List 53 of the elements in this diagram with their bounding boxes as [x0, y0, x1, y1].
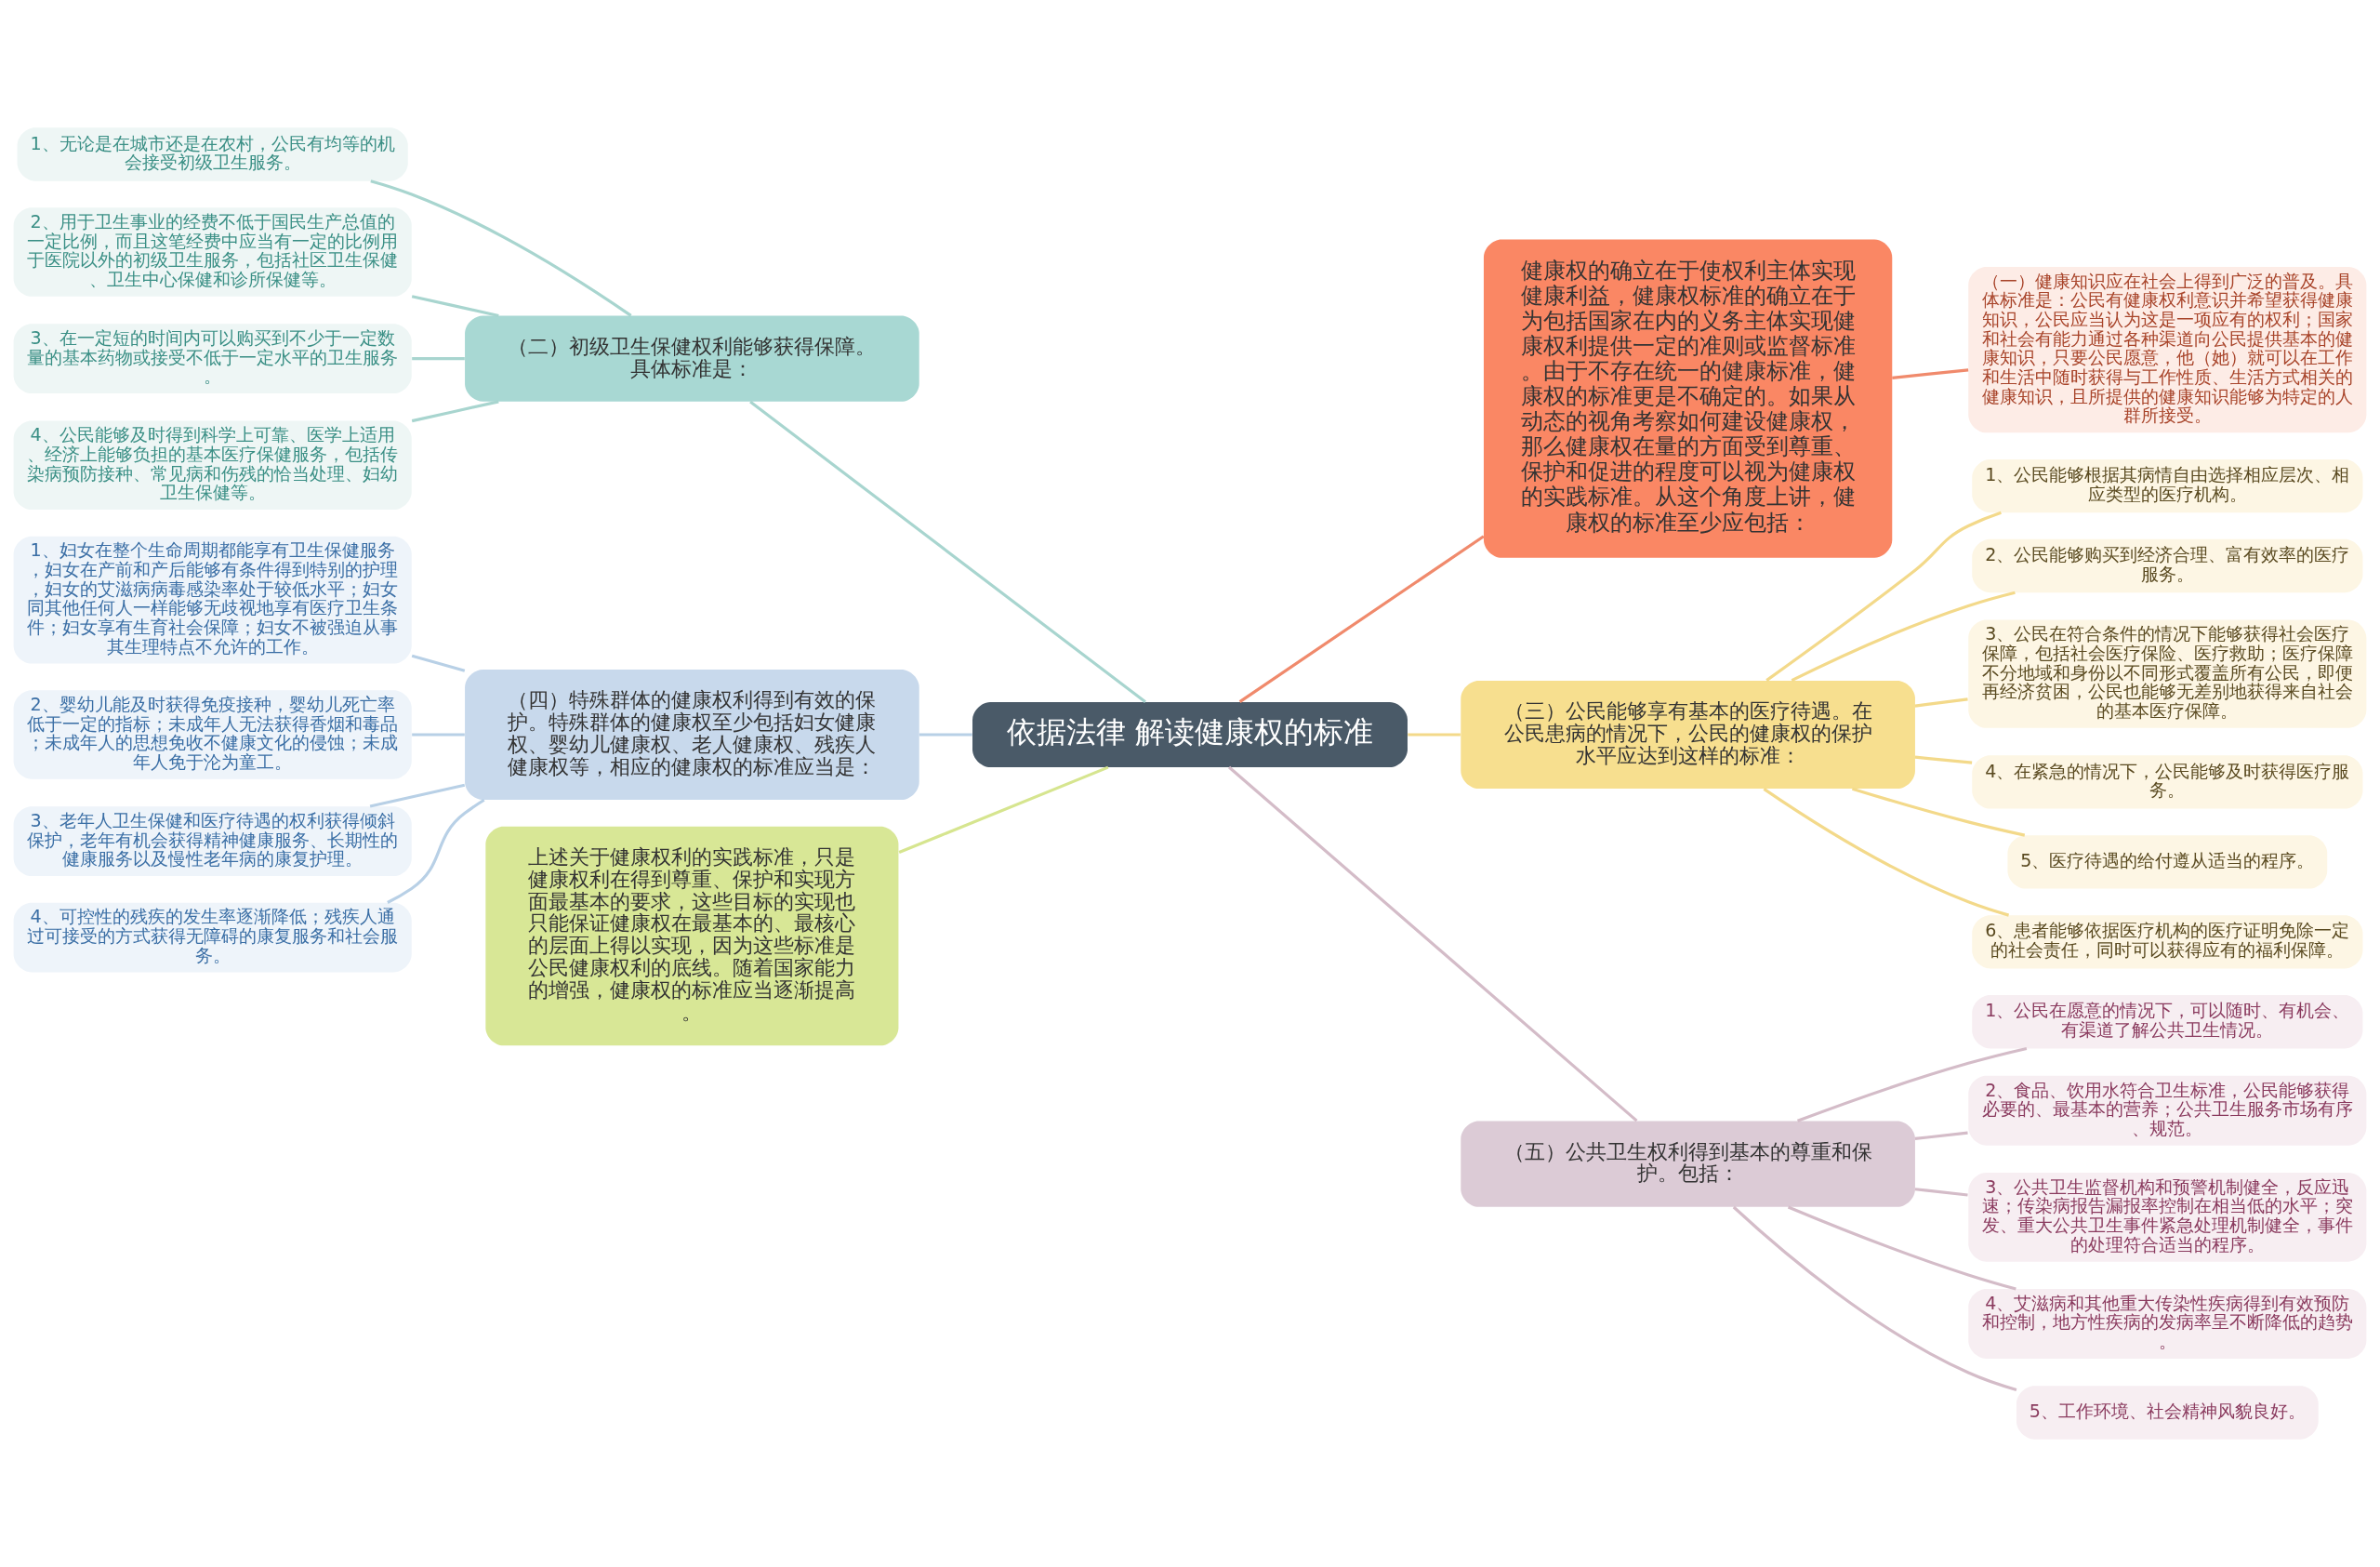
node-box: 依据法律 解读健康权的标准 [972, 701, 1408, 767]
node-box: （二）初级卫生保健权利能够获得保障。具体标准是： [465, 315, 919, 402]
connector [411, 400, 499, 423]
connector [411, 654, 466, 672]
connector [1914, 1188, 1968, 1197]
node-box: 4、公民能够及时得到科学上可靠、医学上适用、经济上能够负担的基本医疗保健服务，包括传染病预防接种、常见病和伤残的恰当处理、妇幼卫生保健等。 [13, 420, 412, 511]
node-box: 3、公共卫生监督机构和预警机制健全，反应迅速；传染病报告漏报率控制在相当低的水平；突发、重大公共卫生事件紧急处理机制健全，事件的处理符合适当的程序。 [1968, 1173, 2367, 1262]
connector [369, 783, 466, 808]
node-box: 4、在紧急的情况下，公民能够及时获得医疗服务。 [1972, 755, 2363, 809]
node-box: （一）健康知识应在社会上得到广泛的普及。具体标准是：公民有健康权利意识并希望获得健康知识，公民应当认为这是一项应有的权利；国家和社会有能力通过各种渠道向公民提供基本的健康知识，只要公民愿意，他（她）就可以在工作和生活中随时获得与工作性质、生活方式相关的健康知识，且所提供的健康知识能够为特定的人群所接受。 [1968, 267, 2367, 433]
connector [919, 733, 972, 737]
connector [898, 765, 1109, 854]
connector [1765, 511, 2002, 682]
connector [1914, 755, 1973, 764]
node-box: 2、婴幼儿能及时获得免疫接种，婴幼儿死亡率低于一定的指标；未成年人无法获得香烟和毒品；未成年人的思想免收不健康文化的侵蚀；未成年人免于沦为童工。 [13, 690, 412, 779]
connector [749, 400, 1146, 703]
node-box: 6、患者能够依据医疗机构的医疗证明免除一定的社会责任，同时可以获得应有的福利保障。 [1972, 915, 2363, 969]
node-box: （五）公共卫生权利得到基本的尊重和保护。包括： [1461, 1121, 1915, 1207]
node-box: 3、公民在符合条件的情况下能够获得社会医疗保障，包括社会医疗保险、医疗救助；医疗保障不分地域和身份以不同形式覆盖所有公民，即便再经济贫困，公民也能够无差别地获得来自社会的基本医疗保障。 [1968, 619, 2367, 728]
node-box: 1、无论是在城市还是在农村，公民有均等的机会接受初级卫生服务。 [17, 127, 408, 181]
connector [1914, 1131, 1968, 1140]
node-box: 5、医疗待遇的给付遵从适当的程序。 [2007, 835, 2328, 889]
connector [1796, 1046, 2028, 1122]
node-box: 上述关于健康权利的实践标准，只是健康权利在得到尊重、保护和实现方面最基本的要求，这些目标的实现也只能保证健康权在最基本的、最核心的层面上得以实现，因为这些标准是公民健康权利的底线。随着国家能力的增强，健康权的标准应当逐渐提高。 [485, 826, 899, 1046]
connector [387, 798, 485, 904]
node-box: 健康权的确立在于使权利主体实现健康利益，健康权标准的确立在于为包括国家在内的义务主体实现健康权利提供一定的准则或监督标准。由于不存在统一的健康标准，健康权的标准更是不确定的。如果从动态的视角考察如何建设健康权，那么健康权在量的方面受到尊重、保护和促进的程度可以视为健康权的实践标准。从这个角度上讲，健康权的标准至少应包括： [1483, 239, 1893, 558]
connector [1892, 368, 1969, 379]
connector [1791, 591, 2016, 683]
node-box: 1、公民能够根据其病情自由选择相应层次、相应类型的医疗机构。 [1972, 458, 2363, 513]
node-box: （三）公民能够享有基本的医疗待遇。在公民患病的情况下，公民的健康权的保护水平应达到这样的标准： [1461, 680, 1915, 790]
connector [1732, 1205, 2017, 1391]
node-box: 1、妇女在整个生命周期都能享有卫生保健服务，妇女在产前和产后能够有条件得到特别的护理，妇女的艾滋病病毒感染率处于较低水平；妇女同其他任何人一样能够无歧视地享有医疗卫生条件；妇女享有生育社会保障；妇女不被强迫从事其生理特点不允许的工作。 [13, 536, 412, 664]
connector [1228, 765, 1638, 1122]
connector [370, 179, 632, 317]
node-box: 2、公民能够购买到经济合理、富有效率的医疗服务。 [1972, 538, 2363, 593]
node-box: 3、在一定短的时间内可以购买到不少于一定数量的基本药物或接受不低于一定水平的卫生服务。 [13, 324, 412, 394]
node-box: 5、工作环境、社会精神风貌良好。 [2016, 1386, 2319, 1440]
connector [411, 295, 499, 318]
connector [1851, 787, 2026, 837]
node-box: 4、艾滋病和其他重大传染性疾病得到有效预防和控制，地方性疾病的发病率呈不断降低的趋势。 [1968, 1289, 2367, 1359]
connector [1763, 788, 2010, 917]
connector [1914, 697, 1968, 708]
node-box: （四）特殊群体的健康权利得到有效的保护。特殊群体的健康权至少包括妇女健康权、婴幼儿健康权、老人健康权、残疾人健康权等，相应的健康权的标准应当是： [465, 669, 919, 800]
node-box: 4、可控性的残疾的发生率逐渐降低；残疾人通过可接受的方式获得无障碍的康复服务和社会服务。 [13, 902, 412, 973]
connector [1238, 535, 1485, 703]
node-box: 3、老年人卫生保健和医疗待遇的权利获得倾斜保护，老年有机会获得精神健康服务、长期性的健康服务以及慢性老年病的康复护理。 [13, 806, 412, 876]
connector [412, 733, 465, 737]
connector [1787, 1205, 2016, 1291]
node-box: 1、公民在愿意的情况下，可以随时、有机会、有渠道了解公共卫生情况。 [1972, 995, 2363, 1049]
node-box: 2、用于卫生事业的经费不低于国民生产总值的一定比例，而且这笔经费中应当有一定的比例用于医院以外的初级卫生服务，包括社区卫生保健、卫生中心保健和诊所保健等。 [13, 207, 412, 297]
connector [1408, 733, 1461, 737]
node-box: 2、食品、饮用水符合卫生标准，公民能够获得必要的、最基本的营养；公共卫生服务市场有序、规范。 [1968, 1075, 2367, 1146]
connector [412, 357, 465, 361]
